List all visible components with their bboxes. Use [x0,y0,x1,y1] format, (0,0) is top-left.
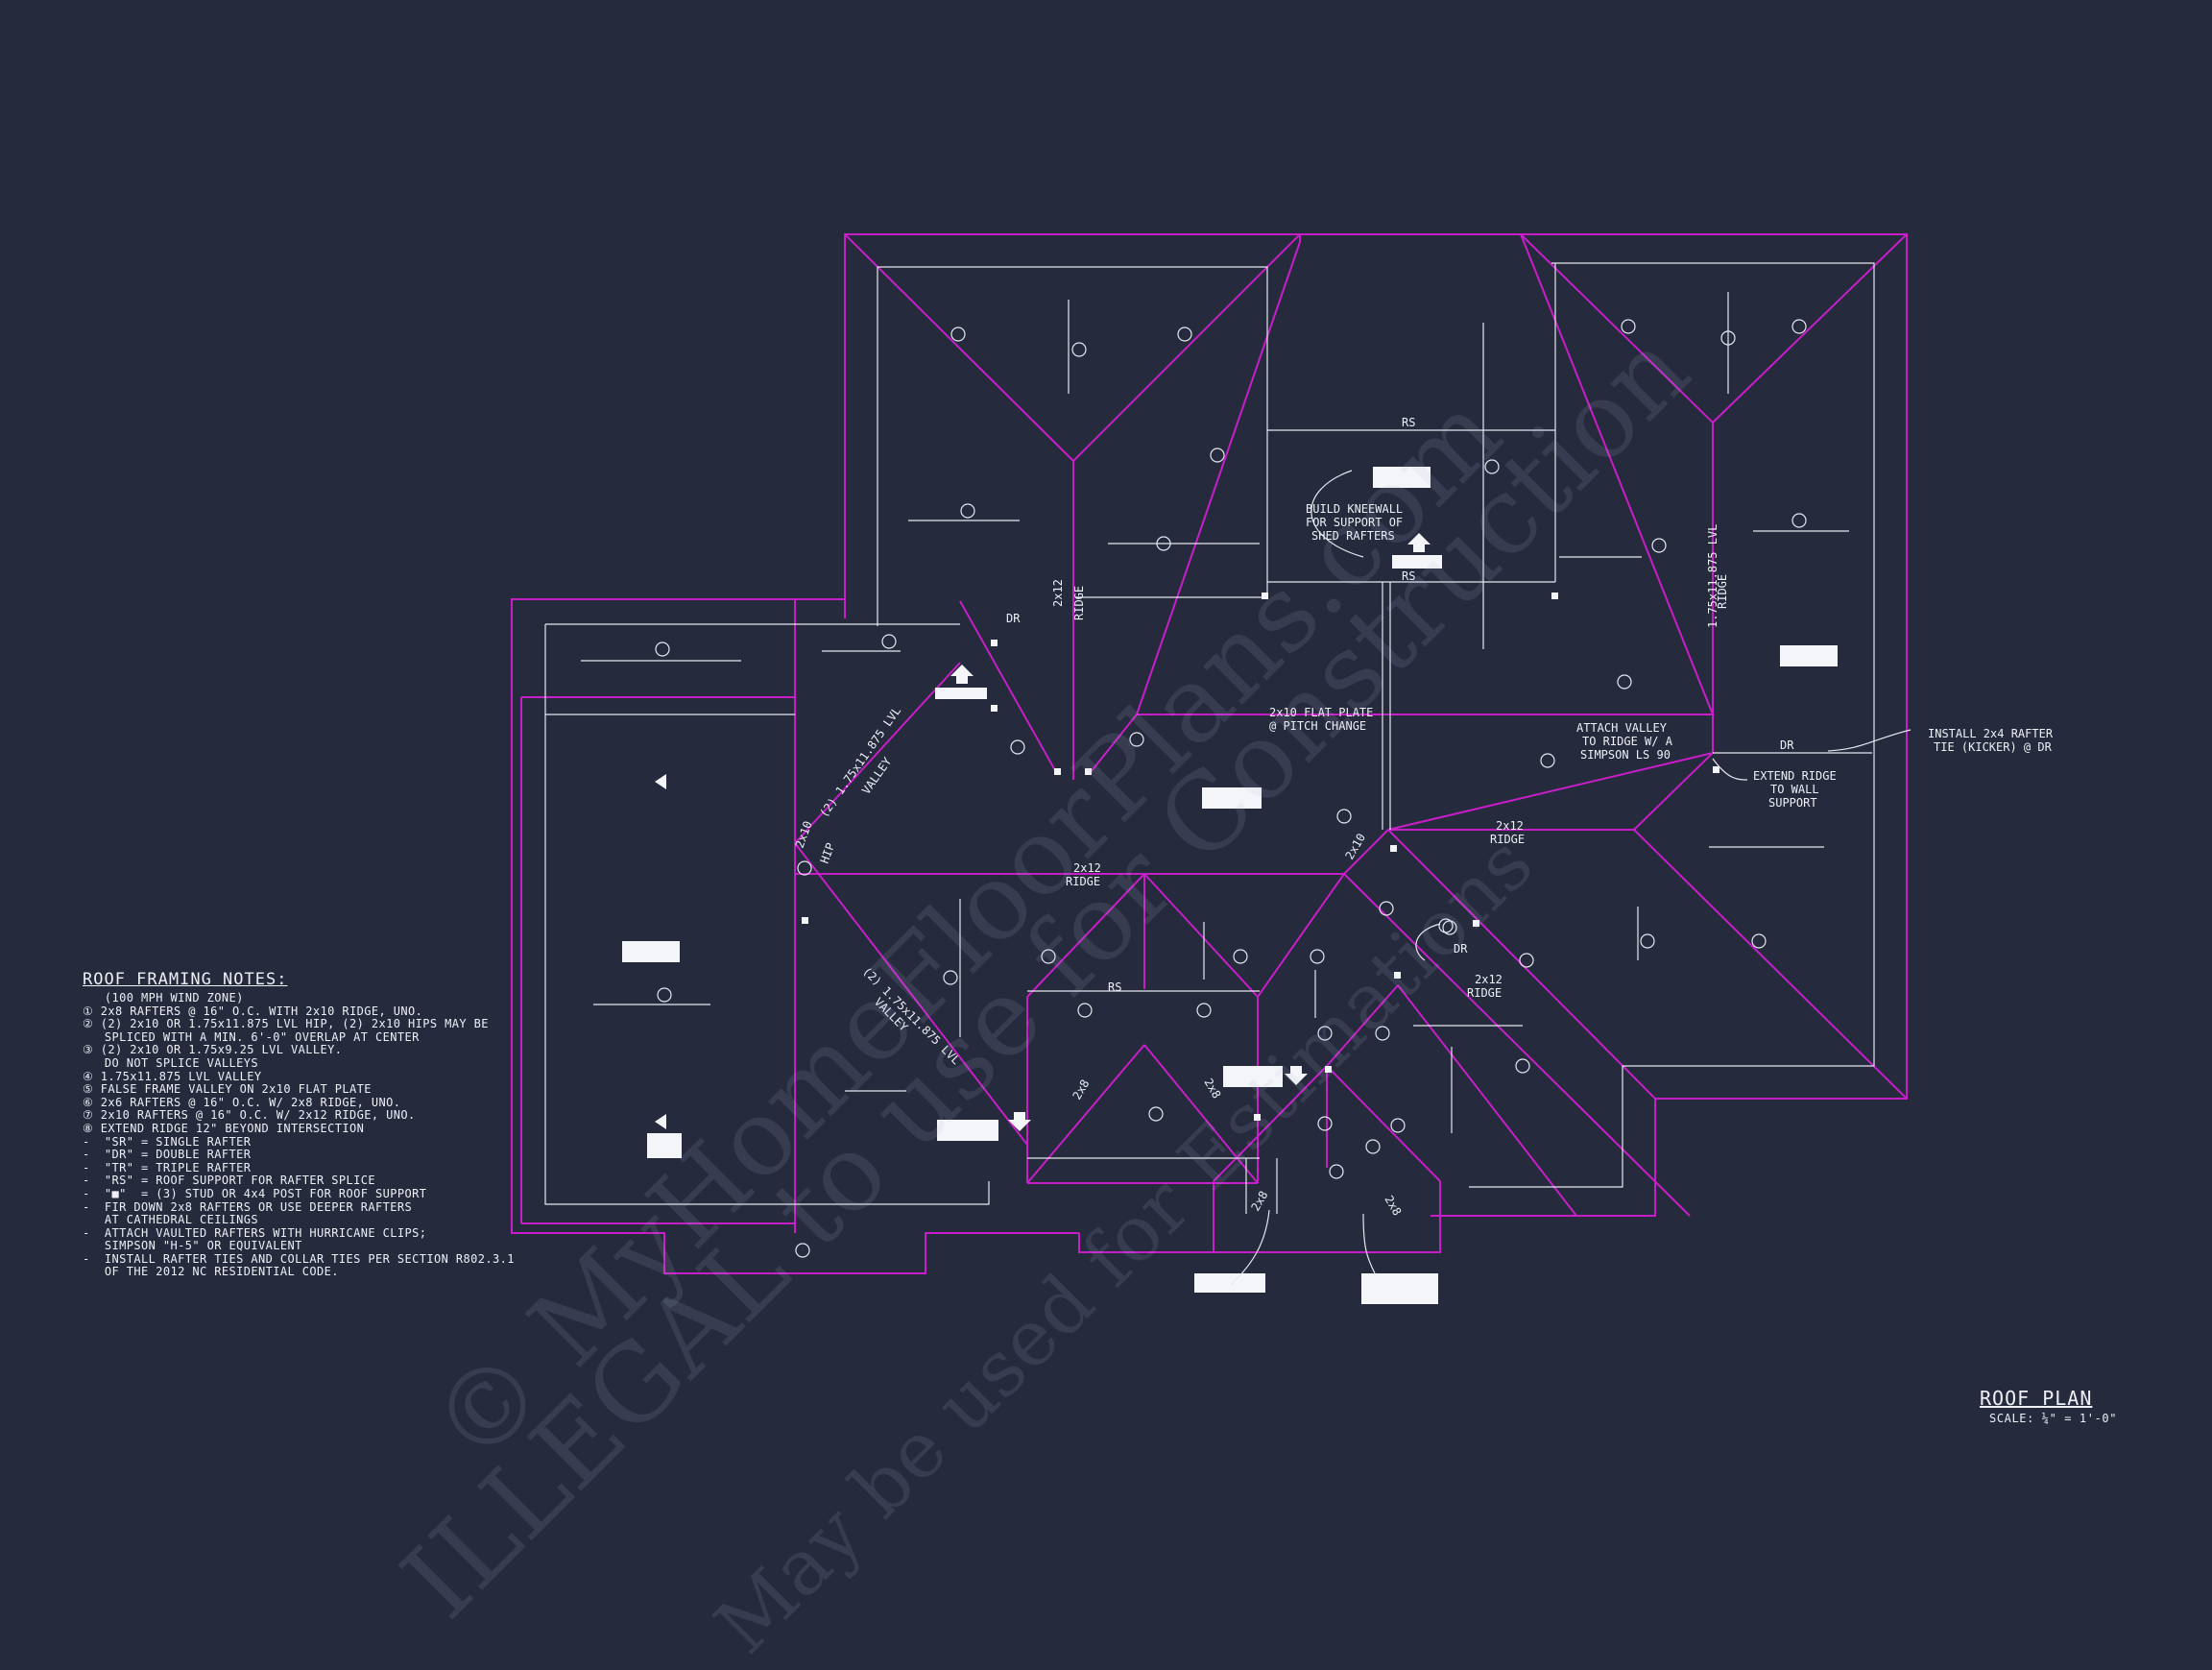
note-line: ⑤ FALSE FRAME VALLEY ON 2x10 FLAT PLATE [83,1082,372,1097]
label-extend-3: SUPPORT [1768,796,1817,810]
label-extend-2: TO WALL [1770,783,1819,796]
plan-title: ROOF PLAN [1980,1387,2093,1410]
wall-lines [544,262,1875,1214]
label-attach-2: TO RIDGE W/ A [1582,735,1673,748]
label-dr-right: DR [1780,738,1794,752]
label-kicker-1: INSTALL 2x4 RAFTER [1928,727,2054,740]
label-kneewall-1: BUILD KNEEWALL [1306,502,1403,516]
arrow-marks [655,533,1431,1131]
note-line: ② (2) 2x10 OR 1.75x11.875 LVL HIP, (2) 2… [83,1017,489,1031]
note-line: ④ 1.75x11.875 LVL VALLEY [83,1069,262,1083]
label-kicker-2: TIE (KICKER) @ DR [1934,740,2053,754]
note-line: ① 2x8 RAFTERS @ 16" O.C. WITH 2x10 RIDGE… [83,1004,423,1018]
note-line: ⑥ 2x6 RAFTERS @ 16" O.C. W/ 2x8 RIDGE, U… [83,1095,401,1109]
notes-heading: ROOF FRAMING NOTES: [83,970,288,989]
label-dr-left: DR [1006,612,1021,625]
note-line: (100 MPH WIND ZONE) [83,991,244,1004]
label-hip-2x10-left: 2x10 [793,819,815,850]
label-hip-2x10-center: 2x10 [1342,831,1368,861]
label-extend-1: EXTEND RIDGE [1753,769,1837,783]
note-line: - FIR DOWN 2x8 RAFTERS OR USE DEEPER RAF… [83,1199,413,1214]
label-ridge-right-2x12: 2x12 [1496,819,1524,833]
note-line: - "SR" = SINGLE RAFTER [83,1134,252,1149]
note-line: SPLICED WITH A MIN. 6'-0" OVERLAP AT CEN… [83,1029,420,1044]
note-line: - "RS" = ROOF SUPPORT FOR RAFTER SPLICE [83,1174,375,1188]
note-line: - "■" = (3) STUD OR 4x4 POST FOR ROOF SU… [83,1186,427,1200]
note-line: ⑧ EXTEND RIDGE 12" BEYOND INTERSECTION [83,1121,365,1135]
note-line: SIMPSON "H-5" OR EQUIVALENT [83,1239,302,1253]
label-boxes [622,467,1838,1304]
label-hip-2x8-b: 2x8 [1201,1077,1223,1101]
label-rs-mid: RS [1402,569,1415,583]
drawing-title-block: ROOF PLAN SCALE: ¼" = 1'-0" [1980,1387,2117,1425]
label-ridge-center-2x12: 2x12 [1073,861,1101,875]
label-kneewall-3: SHED RAFTERS [1311,529,1395,543]
note-line: AT CATHEDRAL CEILINGS [83,1213,258,1227]
label-ridge-top-2x12: 2x12 [1051,579,1065,607]
note-line: OF THE 2012 NC RESIDENTIAL CODE. [83,1265,339,1279]
note-line: - "TR" = TRIPLE RAFTER [83,1160,252,1174]
label-ridge-right: RIDGE [1490,833,1525,846]
label-ridge-lower-2x12: 2x12 [1475,973,1503,986]
label-rs-top: RS [1402,416,1415,429]
label-ridge-lower: RIDGE [1467,986,1502,1000]
label-hip-left: HIP [818,841,838,865]
rafter-arrows [581,292,1849,1133]
label-lvl-valley-bottom: (2) 1.75x11.875 LVL [860,964,963,1067]
label-lvl-ridge: 1.75x11.875 LVL [1706,524,1719,628]
label-hip-2x8-a: 2x8 [1070,1077,1092,1102]
roof-framing-notes: ROOF FRAMING NOTES: (100 MPH WIND ZONE)①… [83,970,515,1279]
label-hip-2x8-c: 2x8 [1248,1189,1270,1214]
label-ridge-center: RIDGE [1066,875,1100,888]
leader-lines [1230,470,1911,1286]
label-flat-plate-1: 2x10 FLAT PLATE [1269,706,1373,719]
note-line: - "DR" = DOUBLE RAFTER [83,1148,252,1162]
callout-markers [655,319,1807,1258]
support-posts [802,593,1719,1121]
note-line: ⑦ 2x10 RAFTERS @ 16" O.C. W/ 2x12 RIDGE,… [83,1108,416,1123]
label-kneewall-2: FOR SUPPORT OF [1306,516,1403,529]
label-attach-1: ATTACH VALLEY [1576,721,1668,735]
note-line: - INSTALL RAFTER TIES AND COLLAR TIES PE… [83,1251,515,1266]
roof-outline [511,233,1908,1274]
label-flat-plate-2: @ PITCH CHANGE [1269,719,1366,733]
label-ridge-top: RIDGE [1072,586,1086,620]
note-line: DO NOT SPLICE VALLEYS [83,1055,258,1070]
plan-scale: SCALE: ¼" = 1'-0" [1989,1412,2118,1425]
label-hip-2x8-d: 2x8 [1382,1194,1404,1219]
drawing-labels: RS RS RS DR DR DR 2x12 RIDGE 2x12 RIDGE … [793,416,2054,1218]
notes-list: (100 MPH WIND ZONE)① 2x8 RAFTERS @ 16" O… [83,991,515,1279]
note-line: ③ (2) 2x10 OR 1.75x9.25 LVL VALLEY. [83,1043,343,1057]
label-lvl-ridge-2: RIDGE [1716,574,1729,609]
label-attach-3: SIMPSON LS 90 [1580,748,1671,762]
label-rs-lower: RS [1108,980,1121,994]
label-dr-center: DR [1454,942,1468,956]
note-line: - ATTACH VAULTED RAFTERS WITH HURRICANE … [83,1225,427,1240]
